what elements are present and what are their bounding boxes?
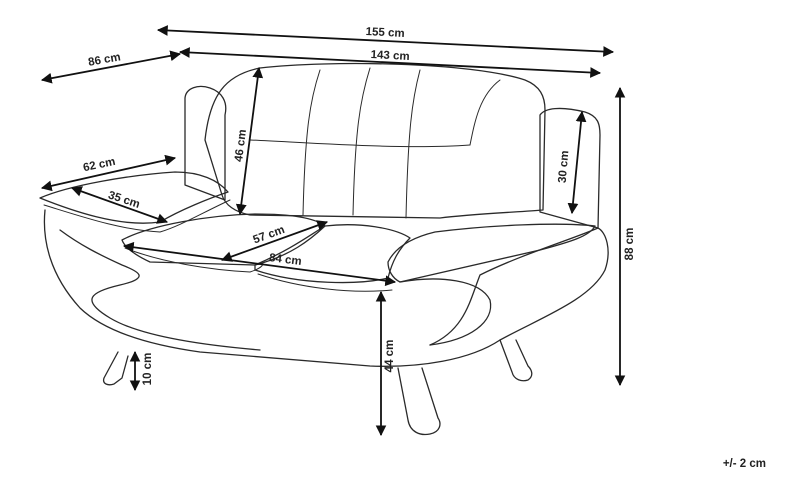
front-center-leg xyxy=(397,367,441,436)
sofa-body xyxy=(43,209,609,367)
dim-line-backrest-height xyxy=(235,66,264,216)
left-arm-back xyxy=(184,85,227,201)
label-seat-width: 143 cm xyxy=(370,49,410,63)
dim-line-seat-width xyxy=(178,47,602,78)
dim-line-armrest-width xyxy=(70,186,169,224)
dim-line-armrest-depth xyxy=(40,154,177,192)
label-seat-height: 44 cm xyxy=(384,340,396,373)
front-left-leg xyxy=(102,351,129,386)
right-arm-inner xyxy=(399,278,492,346)
right-arm-back xyxy=(539,107,601,229)
label-armrest-width: 35 cm xyxy=(107,189,142,210)
backrest-seams xyxy=(249,67,501,219)
dim-line-armrest-height xyxy=(567,110,587,215)
tolerance-note: +/- 2 cm xyxy=(722,458,766,470)
label-total-height: 88 cm xyxy=(624,228,636,261)
sofa-drawing xyxy=(39,62,609,436)
dimension-labels: 155 cm 143 cm 86 cm 62 cm 35 cm 46 cm 30… xyxy=(82,26,636,385)
dim-line-seat-inner-width xyxy=(122,241,397,287)
label-armrest-height: 30 cm xyxy=(557,150,572,184)
label-leg-height: 10 cm xyxy=(142,353,154,386)
label-backrest-height: 46 cm xyxy=(233,129,249,163)
right-armrest-pad xyxy=(387,223,596,283)
label-seat-inner-width: 84 cm xyxy=(268,252,302,268)
label-depth: 86 cm xyxy=(87,51,121,68)
dim-line-depth xyxy=(40,50,182,84)
back-right-leg xyxy=(499,339,533,382)
dimension-lines xyxy=(40,25,626,437)
label-total-width: 155 cm xyxy=(365,26,405,40)
left-arm-inner xyxy=(59,229,261,351)
